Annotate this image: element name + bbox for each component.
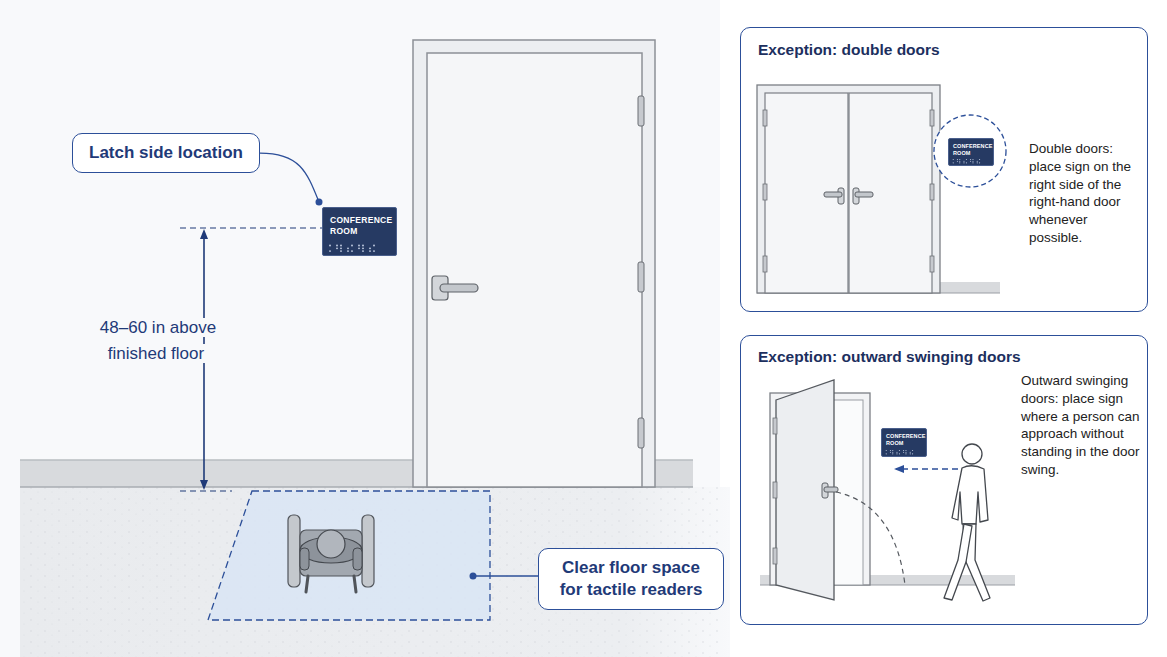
sign-text: CONFERENCE ROOM [323,208,396,236]
callout-box: Latch side location [72,133,260,173]
exception-panel: Exception: double doorsDouble doors: pla… [740,27,1148,312]
panel-note: Double doors: place sign on the right si… [1029,140,1141,247]
callout-text: Clear floor space for tactile readers [555,557,707,601]
room-sign: CONFERENCE ROOM [322,207,397,256]
panel-note: Outward swinging doors: place sign where… [1021,372,1145,479]
dimension-label: 48–60 in above finished floor [92,315,222,368]
braille-dots [323,243,397,255]
room-sign: CONFERENCE ROOM [948,138,994,166]
dimension-text: 48–60 in above finished floor [98,318,216,363]
braille-dots [949,158,994,165]
callout-text: Latch side location [89,142,243,164]
callout-box: Clear floor space for tactile readers [538,548,724,610]
leader-line [260,153,323,205]
room-sign: CONFERENCE ROOM [881,428,927,457]
panel-heading: Exception: outward swinging doors [758,348,1021,366]
sign-text: CONFERENCE ROOM [882,429,926,447]
sign-text: CONFERENCE ROOM [949,139,993,157]
braille-dots [882,449,927,456]
exception-panel: Exception: outward swinging doorsOutward… [740,335,1148,625]
panel-heading: Exception: double doors [758,41,940,59]
